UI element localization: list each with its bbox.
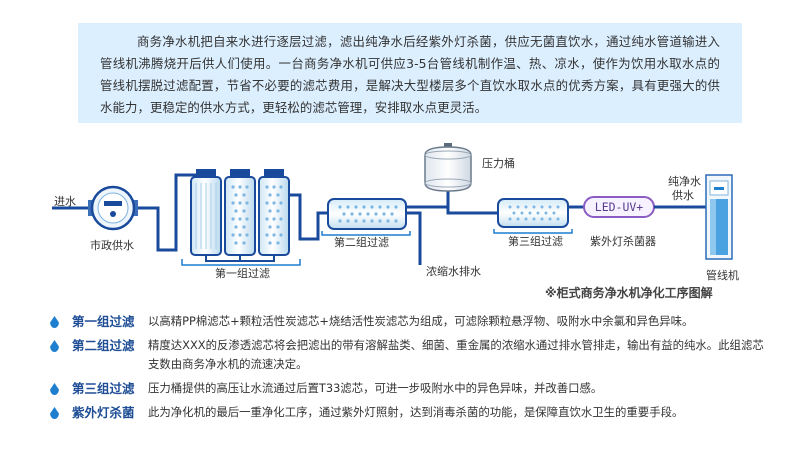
step-desc: 压力桶提供的高压让水流通过后置T33滤芯，可进一步吸附水中的异色异味，并改善口感… (148, 381, 603, 395)
purification-diagram: LED-UV+ 进水 市政供水 第一组过滤 第二组过滤 浓缩水排水 压力桶 第三… (0, 135, 800, 305)
group1-filters (190, 169, 290, 262)
label-dispenser: 管线机 (706, 269, 739, 282)
step-item: 紫外灯杀菌 此为净化机的最后一重净化工序，通过紫外灯照射，达到消毒杀菌的功能，是… (50, 403, 770, 422)
label-group1: 第一组过滤 (215, 267, 270, 280)
step-title: 第二组过滤 (72, 338, 135, 353)
water-meter-icon (88, 185, 138, 231)
pipe-meter-to-g1 (138, 173, 196, 252)
label-group3: 第三组过滤 (508, 235, 563, 248)
step-desc: 精度达XXX的反渗透滤芯将会把滤出的带有溶解盐类、细菌、重金属的浓缩水通过排水管… (148, 338, 764, 371)
label-pure-water-2: 供水 (672, 189, 694, 202)
intro-text: 商务净水机把自来水进行逐层过滤，滤出纯净水后经紫外灯杀菌，供应无菌直饮水，通过纯… (100, 34, 720, 115)
step-item: 第一组过滤 以高精PP棉滤芯+颗粒活性炭滤芯+烧结活性炭滤芯为组成，可滤除颗粒悬… (50, 312, 770, 331)
diagram-caption: ※柜式商务净水机净化工序图解 (545, 286, 713, 300)
pressure-tank-icon (424, 143, 472, 192)
group2-bracket (321, 231, 411, 236)
steps-list: 第一组过滤 以高精PP棉滤芯+颗粒活性炭滤芯+烧结活性炭滤芯为组成，可滤除颗粒悬… (50, 312, 770, 422)
label-pure-water-1: 纯净水 (668, 175, 701, 188)
pipe-g1-to-g2 (289, 193, 328, 241)
label-group2: 第二组过滤 (334, 236, 389, 249)
step-title: 紫外灯杀菌 (72, 405, 135, 420)
label-concentrate: 浓缩水排水 (426, 265, 481, 278)
intro-panel: 商务净水机把自来水进行逐层过滤，滤出纯净水后经紫外灯杀菌，供应无菌直饮水，通过纯… (78, 23, 742, 123)
step-desc: 以高精PP棉滤芯+颗粒活性炭滤芯+烧结活性炭滤芯为组成，可滤除颗粒悬浮物、吸附水… (148, 314, 694, 328)
label-inlet: 进水 (54, 195, 76, 208)
step-item: 第二组过滤 精度达XXX的反渗透滤芯将会把滤出的带有溶解盐类、细菌、重金属的浓缩… (50, 336, 770, 374)
step-title: 第一组过滤 (72, 314, 135, 329)
uv-lamp-icon: LED-UV+ (583, 196, 655, 218)
water-drop-icon (50, 340, 59, 352)
label-tank: 压力桶 (482, 157, 515, 170)
step-title: 第三组过滤 (72, 381, 135, 396)
water-drop-icon (50, 407, 59, 419)
label-municipal: 市政供水 (90, 239, 134, 252)
dispenser-icon (705, 174, 733, 260)
group2-ro-membrane (327, 198, 407, 230)
diagram-svg: LED-UV+ (52, 143, 733, 266)
drain-pipe (406, 211, 422, 265)
label-uv: 紫外灯杀菌器 (590, 235, 656, 248)
water-drop-icon (50, 316, 59, 328)
water-drop-icon (50, 383, 59, 395)
group1-bracket (181, 259, 301, 266)
uv-lamp-text: LED-UV+ (595, 200, 644, 214)
pipe-g2-to-g3 (406, 205, 498, 215)
group3-filter (497, 198, 569, 228)
group3-bracket (493, 229, 573, 234)
step-desc: 此为净化机的最后一重净化工序，通过紫外灯照射，达到消毒杀菌的功能，是保障直饮水卫… (148, 405, 684, 419)
step-item: 第三组过滤 压力桶提供的高压让水流通过后置T33滤芯，可进一步吸附水中的异色异味… (50, 379, 770, 398)
